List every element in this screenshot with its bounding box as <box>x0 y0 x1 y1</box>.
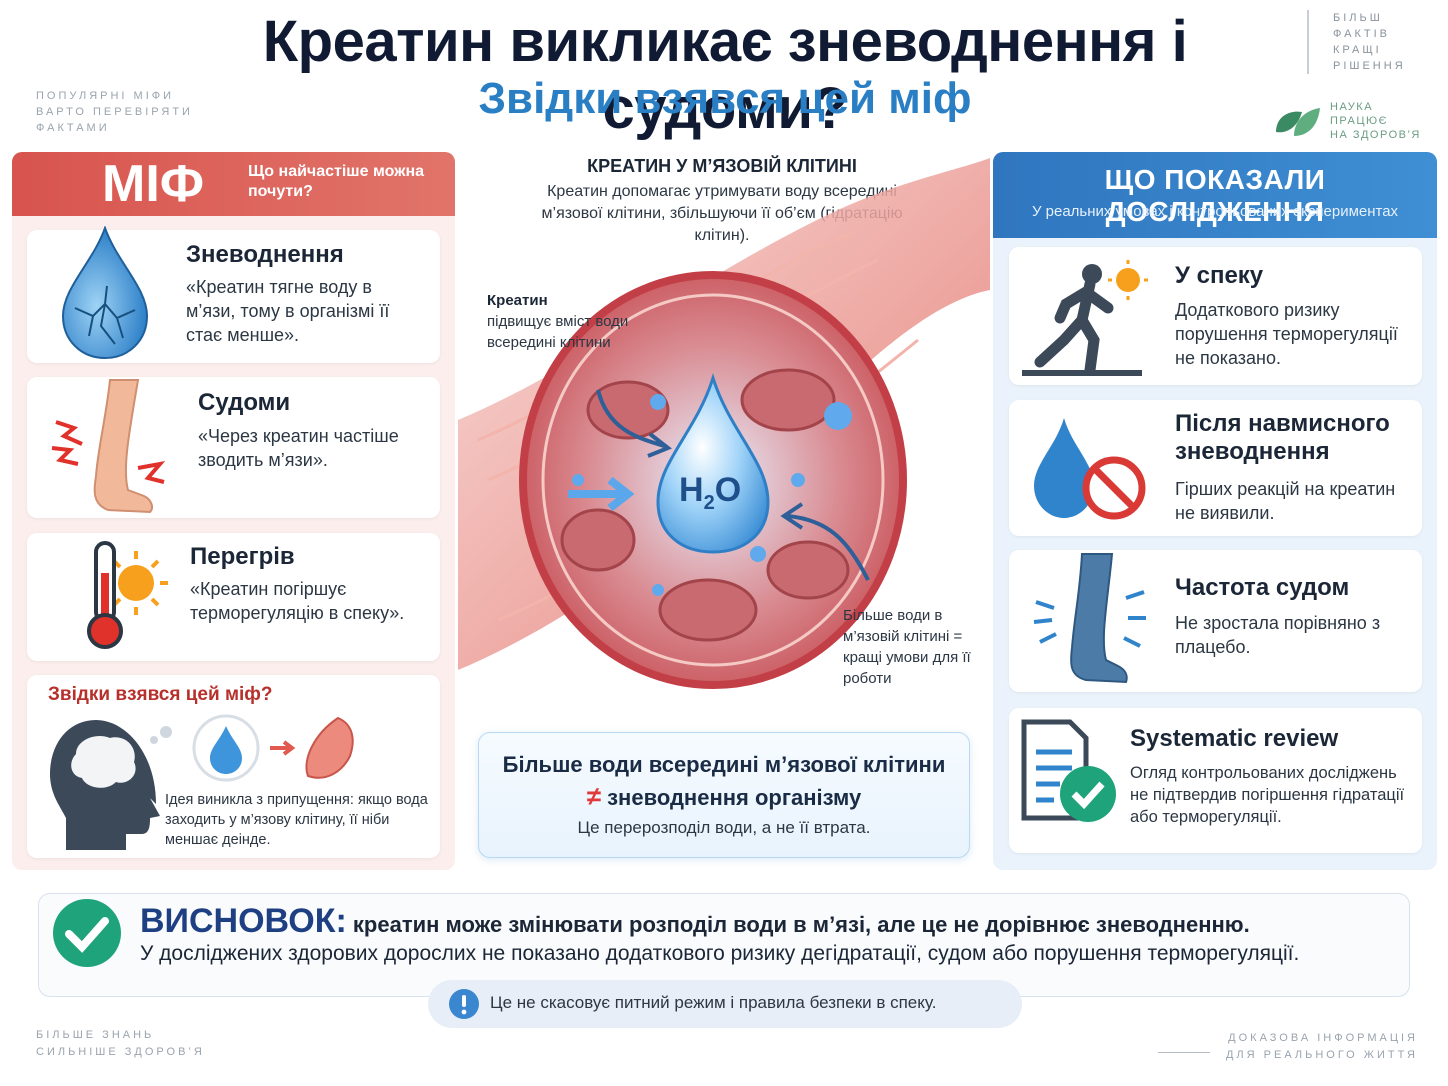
myth-subtitle: Що найчастіше можна почути? <box>248 163 425 200</box>
drop-prohibited-icon <box>1034 418 1146 520</box>
water-drop-icon <box>656 373 770 554</box>
myth-item-title: Зневоднення <box>186 241 344 268</box>
footer-divider <box>1158 1052 1210 1053</box>
research-item-title: Після навмисного зневоднення <box>1175 410 1390 465</box>
science-tagline: НАУКА ПРАЦЮЄ НА ЗДОРОВ’Я <box>1330 101 1421 141</box>
myth-item-title: Судоми <box>198 389 291 416</box>
safety-note-text: Це не скасовує питний режим і правила бе… <box>490 993 937 1012</box>
research-subtitle: У реальних умовах і контрольованих експе… <box>1031 203 1399 220</box>
footer-right: ДОКАЗОВА ІНФОРМАЦІЯ ДЛЯ РЕАЛЬНОГО ЖИТТЯ <box>1225 1032 1418 1061</box>
myth-label: МІФ <box>102 155 205 213</box>
mitochondrion <box>740 368 836 432</box>
mitochondrion <box>586 380 670 440</box>
research-item-text: Не зростала порівняно з плацебо. <box>1175 613 1381 657</box>
more-water-label: Більше води в м’язовій клітині = кращі у… <box>843 607 971 687</box>
leaf-logo-icon <box>1276 108 1320 136</box>
corner-tagline-left: ПОПУЛЯРНІ МІФИ ВАРТО ПЕРЕВІРЯТИ ФАКТАМИ <box>36 90 193 134</box>
myth-header <box>12 152 455 216</box>
not-equal-icon: ≠ <box>586 781 601 811</box>
thermometer-sun-icon <box>87 541 168 649</box>
research-item-text: Гірших реакцій на креатин не виявили. <box>1175 479 1396 523</box>
h2o-label: H2O <box>679 471 742 514</box>
mitochondrion <box>766 540 850 600</box>
myth-item-title: Перегрів <box>190 543 295 570</box>
conclusion-line1: ВИСНОВОК: креатин може змінювати розподі… <box>140 902 1250 940</box>
arrow-in-icon <box>780 502 870 581</box>
myth-item-text: «Креатин погіршує терморегуляцію в спеку… <box>190 579 405 623</box>
arrow-in-icon <box>596 389 672 458</box>
corner-tagline-right: БІЛЬШ ФАКТІВ КРАЩІ РІШЕННЯ <box>1307 10 1437 74</box>
myth-origin-text: Ідея виникла з припущення: якщо вода зах… <box>165 792 428 848</box>
check-circle-icon <box>53 899 121 967</box>
research-item-text: Додаткового ризику порушення терморегуля… <box>1175 300 1398 368</box>
research-item-text: Огляд контрольованих досліджень не підтв… <box>1130 764 1405 826</box>
water-drop-icon <box>210 726 242 774</box>
muscle-icon <box>305 716 354 779</box>
research-item-title: Systematic review <box>1130 725 1339 752</box>
leg-icon <box>1033 553 1146 684</box>
center-description: Креатин допомагає утримувати воду всеред… <box>541 183 903 244</box>
brain-icon <box>71 735 136 788</box>
research-item-title: У спеку <box>1175 262 1264 289</box>
research-item-title: Частота судом <box>1175 574 1350 601</box>
conclusion-box <box>38 893 1410 997</box>
arrow-in-icon <box>568 476 635 512</box>
cracked-water-drop-icon <box>61 226 149 360</box>
leg-cramp-icon <box>51 379 166 514</box>
page-title: Креатин викликає зневоднення і судоми? <box>262 9 1188 141</box>
conclusion-line2: У досліджених здорових дорослих не показ… <box>140 942 1300 965</box>
creatine-label: Креатин підвищує вміст води всередині кл… <box>487 292 629 351</box>
footer-left: БІЛЬШЕ ЗНАНЬ СИЛЬНІШЕ ЗДОРОВ’Я <box>36 1029 205 1058</box>
muscle-cell-illustration <box>458 158 990 689</box>
safety-note <box>428 980 1022 1028</box>
mitochondrion <box>658 578 758 642</box>
equation-note: Це перерозподіл води, а не її втрата. <box>577 818 871 837</box>
research-header <box>993 152 1437 238</box>
head-thought-illustration <box>50 714 354 850</box>
page-subtitle: Звідки взявся цей міф <box>478 74 972 123</box>
research-title: ЩО ПОКАЗАЛИ ДОСЛІДЖЕННЯ <box>1104 164 1326 227</box>
equation-line2: ≠ зневоднення організму <box>586 781 862 811</box>
mitochondrion <box>560 508 636 572</box>
equation-box <box>478 732 970 858</box>
warning-info-icon <box>449 989 479 1019</box>
myth-origin-title: Звідки взявся цей міф? <box>48 684 273 705</box>
myth-item-text: «Через креатин частіше зводить м’язи». <box>198 426 399 470</box>
arrow-right-icon <box>270 740 296 756</box>
equation-line1: Більше води всередині м’язової клітини <box>502 752 946 777</box>
runner-heat-icon <box>1022 260 1148 376</box>
document-check-icon <box>1021 719 1116 822</box>
myth-item-text: «Креатин тягне воду в м’язи, тому в орга… <box>186 277 390 345</box>
center-title: КРЕАТИН У М’ЯЗОВІЙ КЛІТИНІ <box>587 156 857 176</box>
